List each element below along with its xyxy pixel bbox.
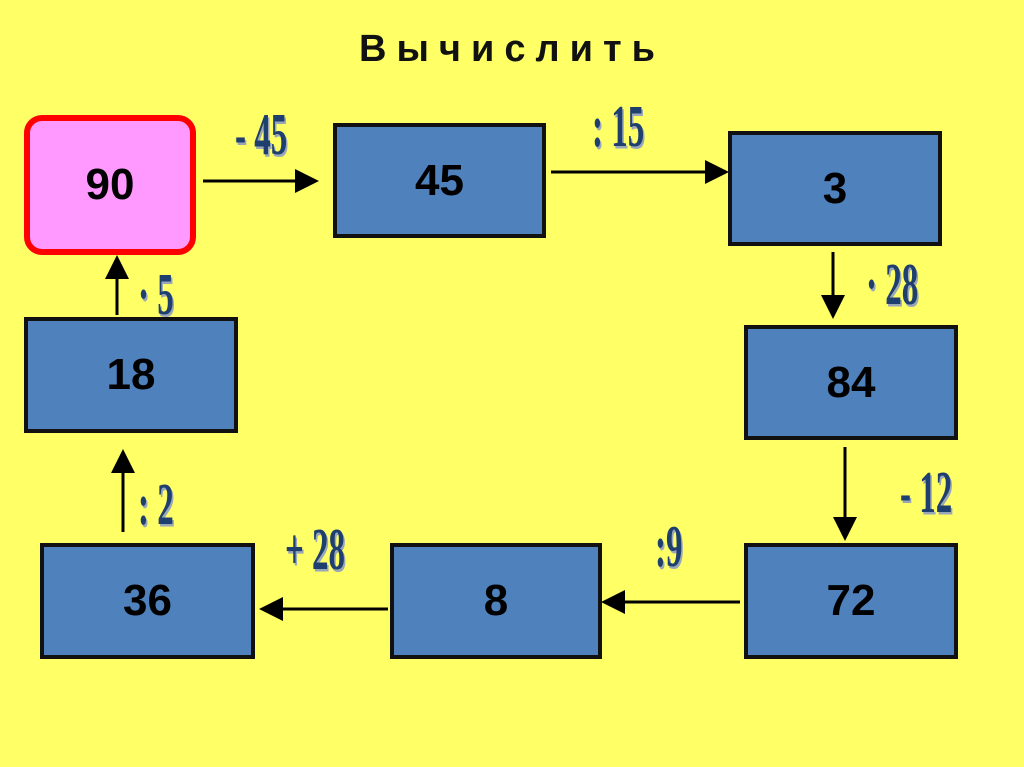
box-step-5: 8 — [390, 543, 602, 659]
box-step-7: 18 — [24, 317, 238, 433]
box-start: 90 — [24, 115, 196, 255]
operation-label: · 5 — [138, 261, 174, 328]
operation-label: - 45 — [235, 101, 288, 168]
operation-label: : 15 — [592, 93, 645, 160]
operation-label: :9 — [655, 513, 683, 580]
box-step-4: 72 — [744, 543, 958, 659]
slide-title: Вычислить — [359, 28, 665, 70]
box-step-2: 3 — [728, 131, 942, 246]
operation-label: - 12 — [900, 459, 953, 526]
operation-label: : 2 — [138, 471, 174, 538]
operation-label: + 28 — [285, 516, 346, 583]
operation-label: · 28 — [866, 251, 919, 318]
box-step-3: 84 — [744, 325, 958, 440]
box-step-1: 45 — [333, 123, 546, 238]
box-step-6: 36 — [40, 543, 255, 659]
